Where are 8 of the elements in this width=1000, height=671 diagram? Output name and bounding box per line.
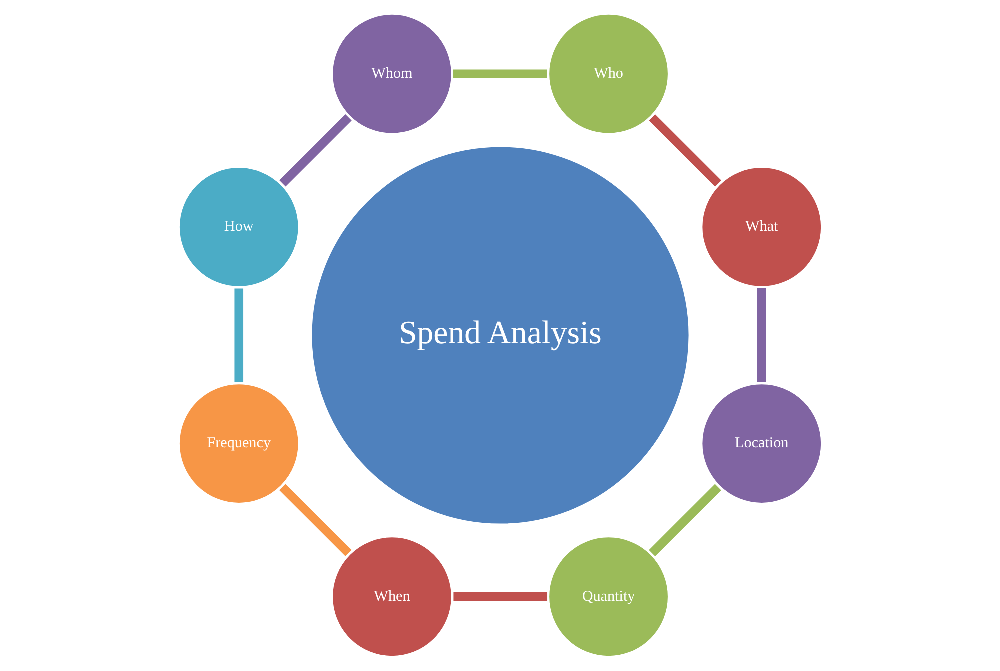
connector — [756, 288, 766, 382]
connector — [234, 288, 244, 383]
connector — [648, 114, 722, 187]
connector — [453, 592, 548, 602]
connector — [279, 114, 352, 187]
connector — [648, 484, 721, 557]
connector — [278, 484, 352, 556]
connector — [452, 70, 547, 79]
